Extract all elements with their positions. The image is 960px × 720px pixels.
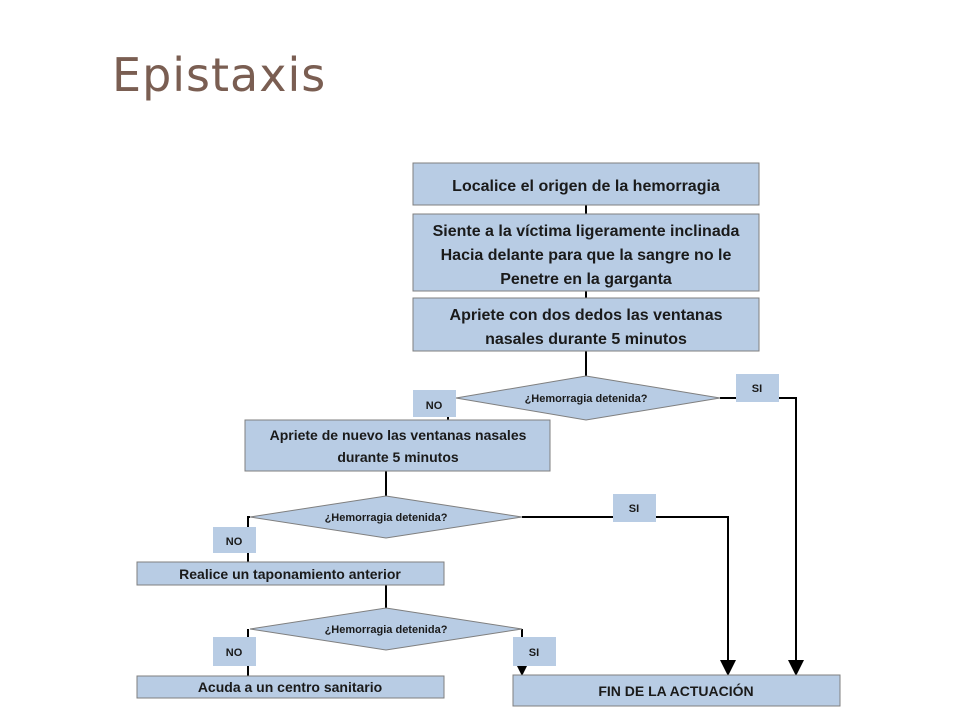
connector-q1-yes	[720, 397, 804, 676]
decision-label-1: ¿Hemorragia detenida?	[525, 393, 648, 405]
step-box-hospital	[136, 675, 445, 699]
answer-tag-si-1	[736, 374, 779, 402]
decision-label-2: ¿Hemorragia detenida?	[325, 512, 448, 524]
answer-label-si-1: SI	[752, 383, 762, 395]
step-label-press-again-line-2: durante 5 minutos	[337, 449, 459, 465]
step-label-end: FIN DE LA ACTUACIÓN	[598, 682, 753, 699]
answer-label-no-3: NO	[226, 647, 243, 659]
step-label-press-line-2: nasales durante 5 minutos	[485, 331, 687, 348]
step-box-press	[412, 297, 760, 352]
step-box-end	[512, 674, 841, 707]
step-box-packing	[136, 561, 445, 586]
step-label-press-line-1: Apriete con dos dedos las ventanas	[450, 307, 723, 324]
page-title: Epistaxis	[112, 48, 327, 102]
step-label-sit-line-2: Hacia delante para que la sangre no le	[441, 247, 732, 264]
decision-label-3: ¿Hemorragia detenida?	[325, 624, 448, 636]
step-label-sit-line-1: Siente a la víctima ligeramente inclinad…	[433, 223, 740, 240]
decision-diamond-1	[455, 375, 721, 421]
answer-tag-no-2	[213, 527, 256, 553]
step-label-packing: Realice un taponamiento anterior	[179, 566, 401, 582]
answer-label-no-2: NO	[226, 536, 243, 548]
step-box-sit	[412, 213, 760, 292]
answer-tag-no-1	[413, 390, 456, 417]
step-label-sit-line-3: Penetre en la garganta	[500, 271, 672, 288]
step-box-locate	[412, 162, 760, 206]
decision-diamond-2	[249, 495, 523, 539]
answer-label-si-3: SI	[529, 647, 539, 659]
answer-tag-no-3	[213, 637, 256, 666]
step-label-press-again-line-1: Apriete de nuevo las ventanas nasales	[270, 427, 527, 443]
step-label-hospital: Acuda a un centro sanitario	[198, 679, 382, 695]
step-label-locate: Localice el origen de la hemorragia	[452, 178, 720, 195]
answer-tag-si-3	[513, 637, 556, 666]
connector-q2-yes	[522, 516, 736, 676]
answer-label-si-2: SI	[629, 503, 639, 515]
step-box-press-again	[244, 419, 551, 472]
answer-tag-si-2	[613, 494, 656, 522]
answer-label-no-1: NO	[426, 400, 443, 412]
decision-diamond-3	[249, 607, 523, 651]
